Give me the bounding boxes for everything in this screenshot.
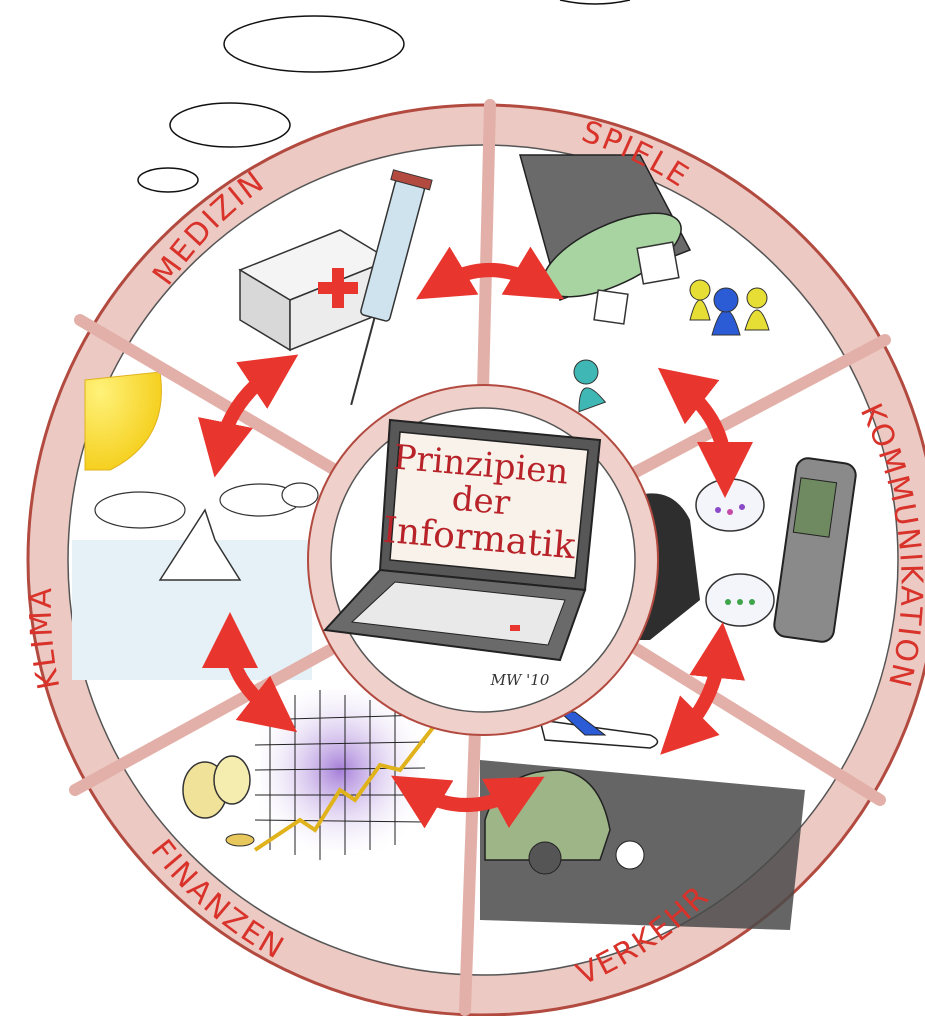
sun-icon xyxy=(84,371,162,471)
connection-arrows xyxy=(198,246,753,829)
center-hub: Prinzipien der Informatik MW '10 xyxy=(307,384,659,736)
thought-bubble-large xyxy=(223,15,405,73)
arrow-klima-medizin xyxy=(198,354,299,478)
dice-icon xyxy=(636,241,680,285)
scene-verkehr xyxy=(480,711,805,930)
trend-line-icon xyxy=(253,723,437,852)
iceberg-icon xyxy=(158,508,242,581)
thought-bubbles xyxy=(137,0,631,193)
clouds-icon xyxy=(94,482,319,529)
arrow-finanzen-klima xyxy=(202,612,298,733)
thought-bubble-top-fragment xyxy=(559,0,631,5)
speech-bubble-icon xyxy=(695,478,765,532)
pawns-icon xyxy=(573,279,770,413)
label-klima: KLIMA xyxy=(24,585,68,692)
mobile-phone-icon xyxy=(773,457,857,643)
laptop-icon xyxy=(322,418,602,662)
arrow-medizin-spiele xyxy=(415,246,565,300)
arrow-verkehr-finanzen xyxy=(390,775,545,829)
scene-spiele xyxy=(519,154,770,413)
artist-signature: MW '10 xyxy=(490,671,550,689)
center-title-line-2: der xyxy=(450,479,512,524)
arrow-kommunikation-verkehr xyxy=(660,622,746,755)
syringe-icon xyxy=(350,169,433,406)
arrow-spiele-kommunikation xyxy=(657,367,753,498)
thought-bubble-medium xyxy=(169,102,291,148)
thought-bubble-small xyxy=(137,167,199,193)
scene-medizin xyxy=(238,169,433,406)
